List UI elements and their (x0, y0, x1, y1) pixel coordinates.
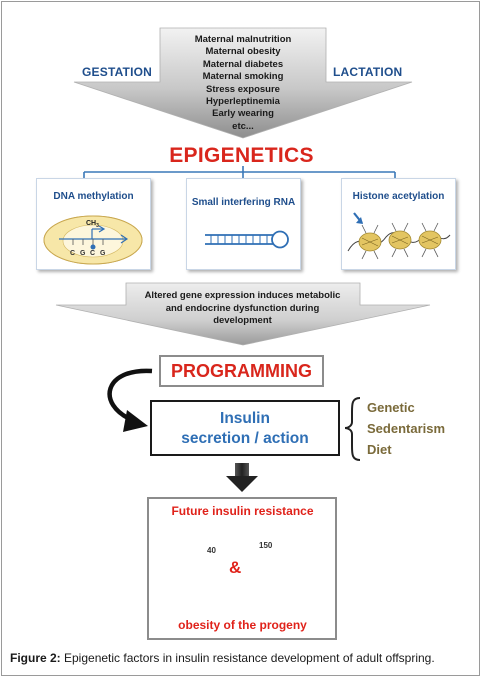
insulin-line1: Insulin (220, 410, 270, 427)
maternal-factor: Maternal malnutrition (194, 34, 292, 45)
maternal-factors-list: Maternal malnutrition Maternal obesity M… (168, 34, 318, 133)
insulin-box: Insulin secretion / action (150, 400, 340, 456)
histone-acetylation-label: Histone acetylation (352, 191, 445, 202)
caption-text: Epigenetic factors in insulin resistance… (60, 651, 435, 665)
dna-methylation-box: DNA methylation CH3 C G C G (36, 178, 151, 270)
top-funnel-arrow (73, 27, 413, 139)
outcome-box (147, 497, 337, 640)
altered-expression-line: development (213, 315, 272, 326)
dna-methylation-icon: CH3 C G C G (43, 215, 143, 265)
programming-box: PROGRAMMING (159, 355, 324, 387)
expression-funnel-arrow (55, 282, 431, 346)
caption-label: Figure 2: (10, 651, 61, 665)
scale-number: 40 (207, 546, 216, 555)
maternal-factor: Hyperleptinemia (206, 96, 280, 108)
epigenetics-title: EPIGENETICS (169, 144, 314, 167)
altered-expression-line: Altered gene expression induces metaboli… (144, 290, 341, 301)
histone-icon (347, 212, 451, 260)
base-label: C (70, 250, 75, 257)
altered-expression-line: and endocrine dysfunction during (165, 302, 320, 314)
maternal-factor: Stress exposure (206, 83, 280, 95)
maternal-factor: Maternal smoking (202, 71, 284, 83)
sirna-label: Small interfering RNA (191, 197, 296, 208)
insulin-line2: secretion / action (181, 430, 309, 447)
dna-methylation-label: DNA methylation (53, 191, 134, 202)
base-label: G (80, 250, 86, 257)
outcome-bottom-text: obesity of the progeny (178, 618, 307, 632)
environment-factor-sedentarism: Sedentarism (367, 421, 446, 436)
outcome-connector: & (229, 558, 242, 577)
maternal-factor: Maternal obesity (205, 46, 281, 58)
base-label: G (100, 250, 106, 257)
mechanism-connector (83, 166, 396, 179)
outcome-top-text: Future insulin resistance (171, 504, 314, 518)
lactation-label: LACTATION (333, 65, 403, 79)
maternal-factor: Early wearing (212, 108, 274, 120)
sirna-box: Small interfering RNA (186, 178, 301, 270)
gestation-label: GESTATION (82, 65, 153, 79)
sirna-icon (205, 230, 289, 249)
down-arrow (226, 463, 258, 492)
histone-acetylation-box: Histone acetylation (341, 178, 456, 270)
environment-brace (344, 397, 361, 461)
altered-expression-text: Altered gene expression induces metaboli… (125, 290, 360, 328)
environment-factor-genetic: Genetic (367, 400, 415, 415)
programming-curved-arrow (107, 368, 153, 432)
maternal-factor: Maternal diabetes (202, 58, 284, 70)
figure-caption: Figure 2: Epigenetic factors in insulin … (10, 651, 435, 665)
maternal-factor: etc... (232, 120, 254, 132)
environment-factor-diet: Diet (367, 442, 392, 457)
scale-number: 150 (259, 541, 273, 550)
base-label: C (90, 250, 95, 257)
methyl-label: CH3 (86, 220, 99, 229)
